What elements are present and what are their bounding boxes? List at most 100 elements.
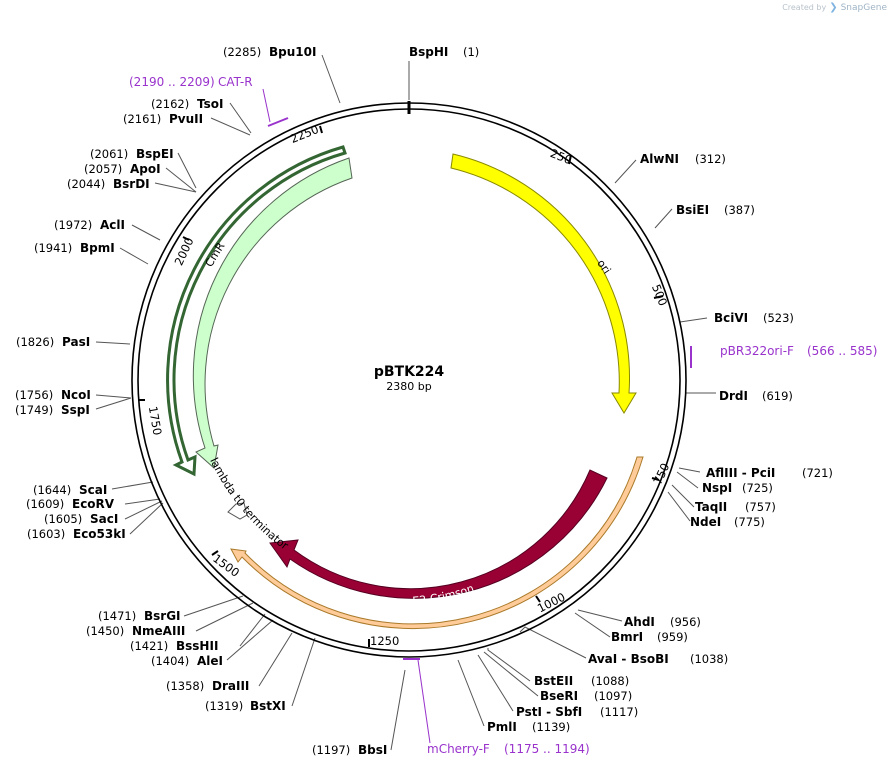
plasmid-length: 2380 bp — [386, 380, 431, 393]
enzyme-name[interactable]: BsiEI — [676, 203, 709, 217]
enzyme-position: (1605) — [44, 512, 82, 526]
enzyme-position: (2161) — [123, 112, 161, 126]
feature-ori-arrow[interactable] — [450, 153, 637, 414]
enzyme-position: (1756) — [15, 388, 53, 402]
tick-label: 1250 — [370, 634, 399, 648]
snapgene-credit: Created by ❯ SnapGene — [782, 2, 887, 13]
enzyme-position: (1117) — [600, 705, 638, 719]
tick-label: 1000 — [535, 590, 567, 616]
enzyme-position: (1749) — [15, 403, 53, 417]
enzyme-position: (959) — [657, 630, 688, 644]
enzyme-position: (956) — [670, 615, 701, 629]
enzyme-position: (1358) — [166, 679, 204, 693]
enzyme-position: (2061) — [90, 147, 128, 161]
enzyme-leaders — [95, 54, 716, 751]
enzyme-name[interactable]: AleI — [197, 654, 223, 668]
enzyme-labels: BspHI (1) AlwNI (312) BsiEI (387) BciVI … — [15, 45, 833, 757]
enzyme-position: (1450) — [86, 624, 124, 638]
enzyme-position: (2044) — [67, 177, 105, 191]
enzyme-name[interactable]: BpmI — [80, 241, 115, 255]
enzyme-name[interactable]: AflIII - PciI — [706, 466, 775, 480]
enzyme-name[interactable]: BmrI — [611, 630, 643, 644]
tick-labels: 250 500 750 1000 1250 1500 1750 2000 225… — [146, 122, 673, 648]
enzyme-position: (2162) — [151, 97, 189, 111]
tick-label: 2250 — [288, 122, 320, 146]
enzyme-name[interactable]: BstEII — [534, 674, 573, 688]
enzyme-name[interactable]: PstI - SbfI — [516, 705, 582, 719]
enzyme-position: (312) — [695, 152, 726, 166]
enzyme-name[interactable]: Bpu10I — [269, 45, 316, 59]
enzyme-name[interactable]: NmeAIII — [132, 624, 185, 638]
primer-name[interactable]: mCherry-F — [427, 742, 490, 756]
enzyme-position: (1941) — [34, 241, 72, 255]
enzyme-name[interactable]: AvaI - BsoBI — [588, 652, 669, 666]
enzyme-position: (757) — [745, 500, 776, 514]
enzyme-position: (1197) — [312, 743, 350, 757]
enzyme-position: (1609) — [26, 497, 64, 511]
feature-cmr-arrow[interactable] — [166, 145, 347, 477]
feature-label-lambda: lambda t0 terminator — [207, 456, 291, 553]
tick-label: 750 — [650, 461, 672, 487]
enzyme-name[interactable]: EcoRV — [72, 497, 115, 511]
credit-prefix: Created by — [782, 3, 827, 12]
enzyme-name[interactable]: BbsI — [358, 743, 387, 757]
primer-range: (2190 .. 2209) — [129, 75, 215, 89]
enzyme-name[interactable]: BseRI — [540, 689, 578, 703]
enzyme-name[interactable]: PvuII — [169, 112, 203, 126]
tick-label: 500 — [649, 282, 670, 308]
enzyme-name[interactable]: BciVI — [714, 311, 748, 325]
plasmid-name: pBTK224 — [374, 364, 445, 380]
enzyme-name[interactable]: ApoI — [130, 162, 161, 176]
enzyme-position: (725) — [742, 481, 773, 495]
snapgene-logo-icon: ❯ — [829, 2, 838, 13]
enzyme-position: (721) — [802, 466, 833, 480]
enzyme-position: (1421) — [130, 639, 168, 653]
feature-cmr-arrow[interactable] — [192, 157, 353, 469]
enzyme-name[interactable]: NspI — [702, 481, 732, 495]
enzyme-position: (1644) — [33, 483, 71, 497]
enzyme-name[interactable]: DraIII — [212, 679, 249, 693]
enzyme-position: (1097) — [594, 689, 632, 703]
primer-name[interactable]: CAT-R — [218, 75, 253, 89]
enzyme-position: (1319) — [205, 699, 243, 713]
enzyme-position: (1) — [463, 45, 479, 59]
enzyme-name[interactable]: BssHII — [176, 639, 218, 653]
tick-marks — [138, 125, 664, 647]
tick-label: 2000 — [172, 235, 197, 267]
enzyme-name[interactable]: BsrGI — [144, 609, 181, 623]
enzyme-name[interactable]: NdeI — [690, 515, 721, 529]
primer-name[interactable]: pBR322ori-F — [720, 344, 794, 358]
enzyme-name[interactable]: SacI — [90, 512, 118, 526]
enzyme-name[interactable]: ScaI — [79, 483, 107, 497]
enzyme-position: (1603) — [27, 527, 65, 541]
enzyme-name[interactable]: AhdI — [624, 615, 655, 629]
enzyme-name[interactable]: BstXI — [250, 699, 286, 713]
enzyme-name[interactable]: AlwNI — [640, 152, 679, 166]
enzyme-name[interactable]: BspEI — [136, 147, 174, 161]
enzyme-position: (619) — [762, 389, 793, 403]
enzyme-name[interactable]: Eco53kI — [73, 527, 126, 541]
enzyme-position: (2057) — [84, 162, 122, 176]
enzyme-name[interactable]: TsoI — [197, 97, 223, 111]
enzyme-name[interactable]: SspI — [61, 403, 90, 417]
enzyme-position: (1471) — [98, 609, 136, 623]
enzyme-name[interactable]: AclI — [100, 218, 125, 232]
enzyme-name[interactable]: DrdI — [719, 389, 748, 403]
enzyme-position: (1826) — [16, 335, 54, 349]
enzyme-name[interactable]: PasI — [62, 335, 90, 349]
enzyme-name[interactable]: TaqII — [695, 500, 727, 514]
feature-lambda-terminator-arrow[interactable] — [227, 502, 248, 520]
feature-e2crimson-arrow[interactable] — [269, 469, 608, 599]
enzyme-name[interactable]: PmlI — [487, 720, 517, 734]
enzyme-position: (775) — [734, 515, 765, 529]
enzyme-position: (1404) — [151, 654, 189, 668]
primer-range: (1175 .. 1194) — [504, 742, 590, 756]
enzyme-name[interactable]: NcoI — [61, 388, 91, 402]
enzyme-name[interactable]: BspHI — [409, 45, 448, 59]
feature-e2crimson-outline[interactable] — [230, 456, 644, 630]
enzyme-name[interactable]: BsrDI — [113, 177, 150, 191]
enzyme-position: (1139) — [532, 720, 570, 734]
credit-brand: SnapGene — [840, 2, 887, 13]
